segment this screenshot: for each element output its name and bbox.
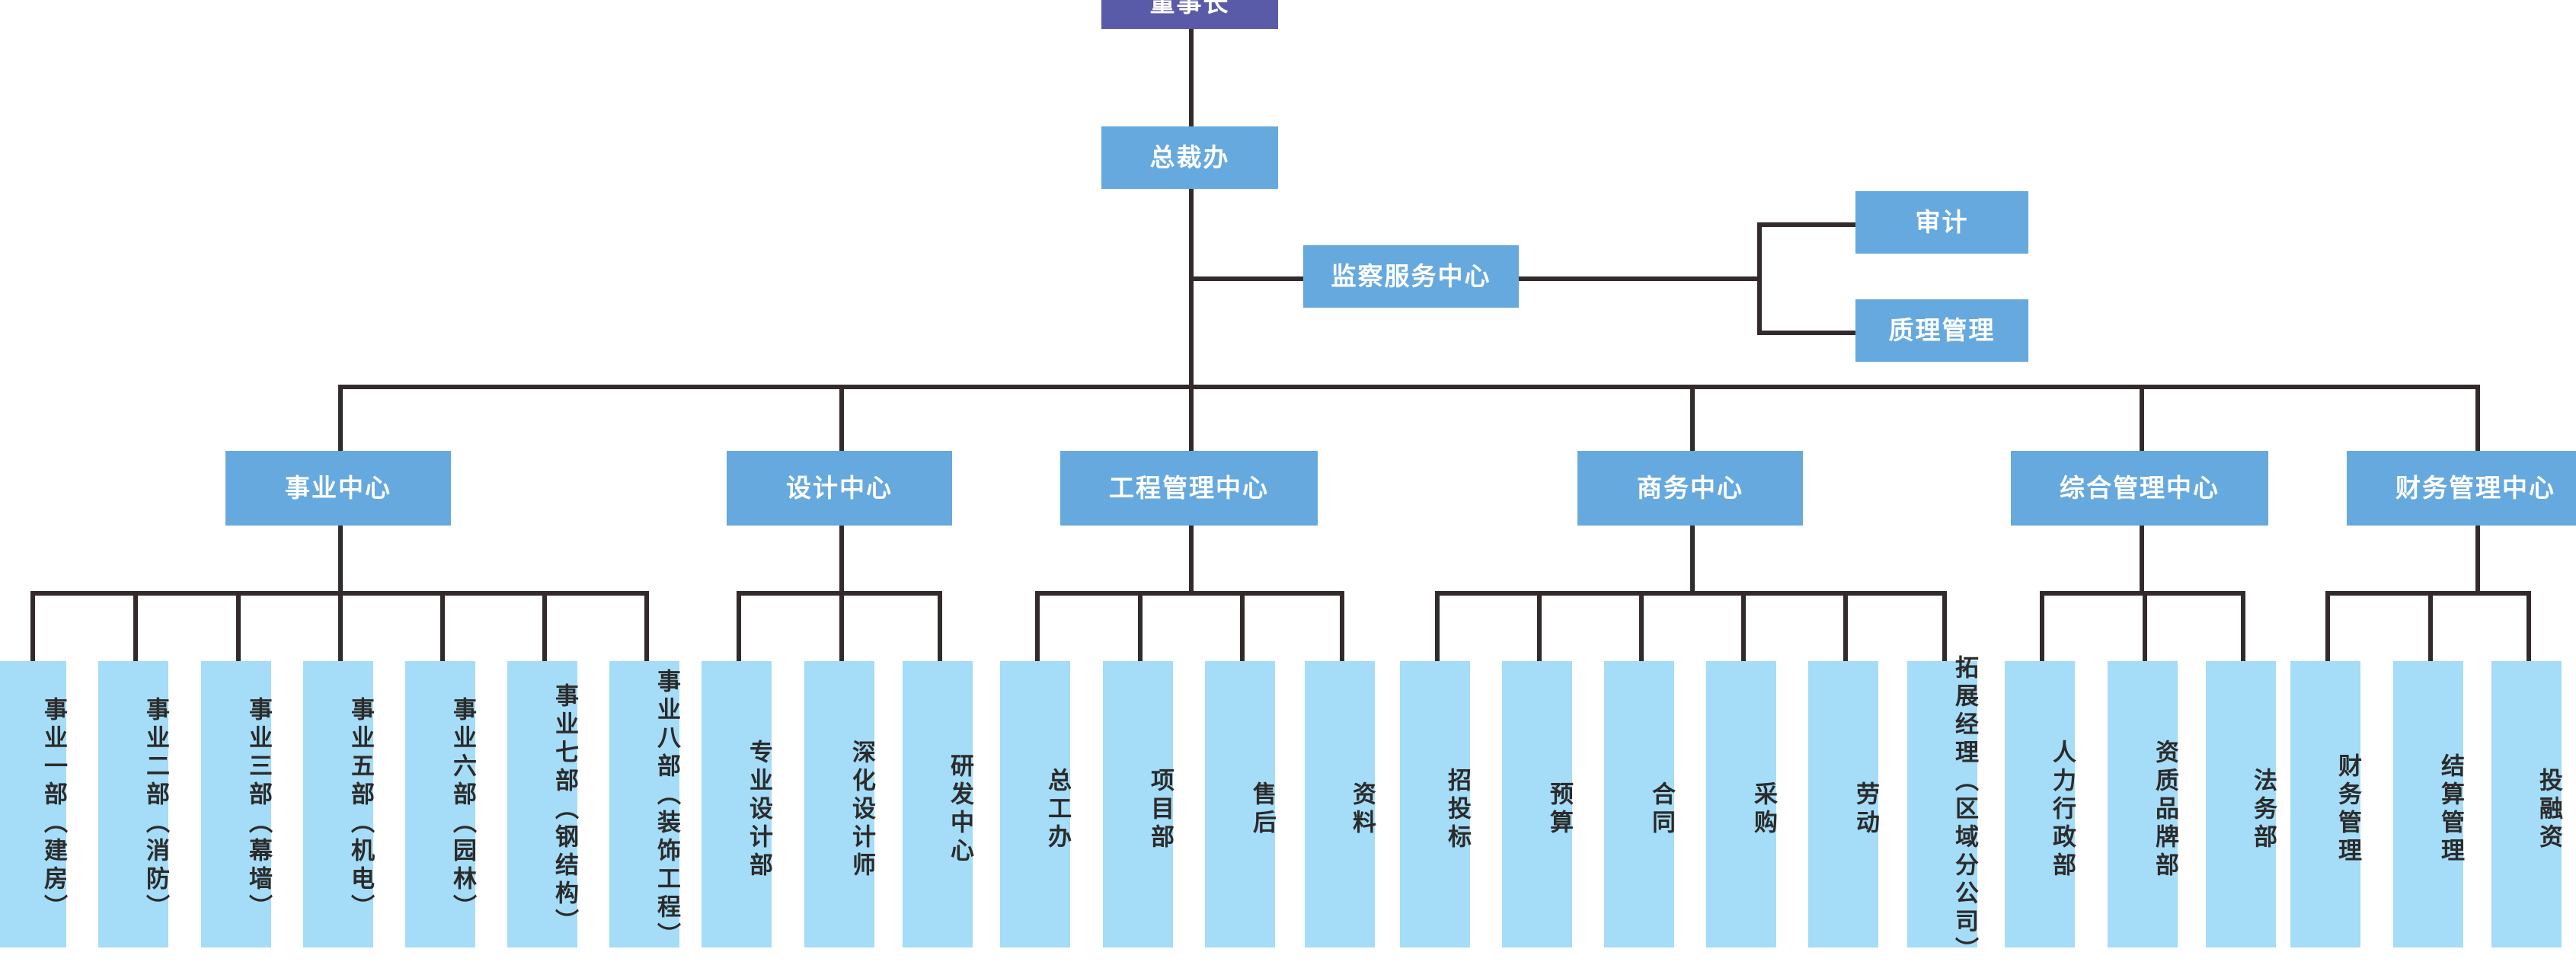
node-fin-1[interactable]: 财务管理 xyxy=(2290,661,2361,947)
connector-drop-design-center xyxy=(839,385,844,452)
connector-drop-eng-1 xyxy=(1035,591,1040,667)
node-design-center[interactable]: 设计中心 xyxy=(727,451,952,526)
node-eng-1[interactable]: 总工办 xyxy=(1000,661,1071,947)
connector-drop-commerce-center xyxy=(1690,385,1695,452)
connector-drop-gen-1 xyxy=(2040,591,2044,667)
node-biz-6[interactable]: 事业六部（园林） xyxy=(405,661,476,947)
connector-finance-center-stem xyxy=(2475,524,2480,596)
node-engineering-center[interactable]: 工程管理中心 xyxy=(1060,451,1318,526)
connector-drop-biz-7 xyxy=(542,591,547,667)
connector-drop-com-6 xyxy=(1942,591,1947,667)
connector-drop-fin-1 xyxy=(2325,591,2330,667)
node-gen-3[interactable]: 法务部 xyxy=(2206,661,2277,947)
connector-split-to-quality xyxy=(1757,331,1856,335)
node-com-3[interactable]: 合同 xyxy=(1604,661,1675,947)
connector-drop-biz-3 xyxy=(236,591,241,667)
node-biz-5[interactable]: 事业五部（机电） xyxy=(303,661,374,947)
node-chairman[interactable]: 董事长 xyxy=(1101,0,1278,29)
node-audit[interactable]: 审计 xyxy=(1855,191,2028,254)
connector-centers-bus xyxy=(338,385,2480,389)
connector-drop-finance-center xyxy=(2475,385,2480,452)
connector-drop-biz-2 xyxy=(133,591,138,667)
node-finance-center[interactable]: 财务管理中心 xyxy=(2347,451,2576,526)
node-biz-7[interactable]: 事业七部（钢结构） xyxy=(507,661,578,947)
connector-drop-fin-2 xyxy=(2428,591,2433,667)
connector-general-admin-stem xyxy=(2140,524,2144,596)
node-fin-3[interactable]: 投融资 xyxy=(2491,661,2562,947)
connector-drop-eng-3 xyxy=(1240,591,1245,667)
sub-bus-engineering-center xyxy=(1035,591,1344,596)
node-eng-3[interactable]: 售后 xyxy=(1205,661,1276,947)
node-biz-1[interactable]: 事业一部（建房） xyxy=(0,661,67,947)
node-gen-2[interactable]: 资质品牌部 xyxy=(2108,661,2178,947)
node-biz-3[interactable]: 事业三部（幕墙） xyxy=(201,661,272,947)
connector-drop-biz-8 xyxy=(644,591,649,667)
connector-drop-des-1 xyxy=(737,591,741,667)
node-com-1[interactable]: 招投标 xyxy=(1400,661,1471,947)
node-com-2[interactable]: 预算 xyxy=(1502,661,1573,947)
connector-drop-eng-2 xyxy=(1138,591,1143,667)
node-fin-2[interactable]: 结算管理 xyxy=(2393,661,2464,947)
connector-drop-com-5 xyxy=(1843,591,1848,667)
connector-drop-des-3 xyxy=(938,591,942,667)
connector-split-vertical xyxy=(1757,222,1762,335)
connector-drop-fin-3 xyxy=(2526,591,2531,667)
node-biz-8[interactable]: 事业八部（装饰工程） xyxy=(609,661,680,951)
connector-drop-general-admin-center xyxy=(2140,385,2144,452)
connector-drop-business-center xyxy=(338,385,343,452)
connector-drop-engineering-center xyxy=(1189,385,1194,452)
connector-drop-gen-2 xyxy=(2143,591,2147,667)
node-des-2[interactable]: 深化设计师 xyxy=(804,661,875,947)
node-gen-1[interactable]: 人力行政部 xyxy=(2005,661,2076,947)
node-supervision-center[interactable]: 监察服务中心 xyxy=(1303,245,1519,308)
connector-drop-eng-4 xyxy=(1340,591,1344,667)
connector-drop-des-2 xyxy=(839,591,844,667)
node-com-6[interactable]: 拓展经理（区域分公司） xyxy=(1907,655,1978,965)
node-eng-2[interactable]: 项目部 xyxy=(1103,661,1174,947)
connector-drop-biz-5 xyxy=(338,591,343,667)
node-general-admin-center[interactable]: 综合管理中心 xyxy=(2011,451,2268,526)
node-com-5[interactable]: 劳动 xyxy=(1808,661,1879,947)
node-com-4[interactable]: 采购 xyxy=(1706,661,1777,947)
connector-drop-biz-1 xyxy=(30,591,35,667)
connector-drop-com-1 xyxy=(1435,591,1440,667)
connector-supervision-to-split xyxy=(1518,276,1762,281)
connector-drop-com-3 xyxy=(1639,591,1644,667)
connector-president-spine xyxy=(1189,188,1194,387)
node-business-center[interactable]: 事业中心 xyxy=(225,451,451,526)
connector-chairman-to-president xyxy=(1189,27,1194,126)
connector-split-to-audit xyxy=(1757,222,1856,227)
connector-drop-com-4 xyxy=(1741,591,1746,667)
sub-bus-commerce-center xyxy=(1435,591,1947,596)
connector-business-center-stem xyxy=(338,524,343,596)
node-eng-4[interactable]: 资料 xyxy=(1305,661,1376,947)
node-quality-management[interactable]: 质理管理 xyxy=(1855,299,2028,362)
node-commerce-center[interactable]: 商务中心 xyxy=(1577,451,1803,526)
connector-drop-biz-6 xyxy=(440,591,445,667)
connector-drop-com-2 xyxy=(1537,591,1542,667)
node-des-3[interactable]: 研发中心 xyxy=(903,661,973,947)
connector-drop-gen-3 xyxy=(2241,591,2245,667)
node-president-office[interactable]: 总裁办 xyxy=(1101,126,1278,189)
connector-president-to-supervision xyxy=(1189,276,1303,281)
connector-engineering-center-stem xyxy=(1189,524,1194,596)
node-biz-2[interactable]: 事业二部（消防） xyxy=(98,661,169,947)
node-des-1[interactable]: 专业设计部 xyxy=(702,661,772,947)
connector-design-center-stem xyxy=(839,524,844,596)
connector-commerce-center-stem xyxy=(1690,524,1695,596)
